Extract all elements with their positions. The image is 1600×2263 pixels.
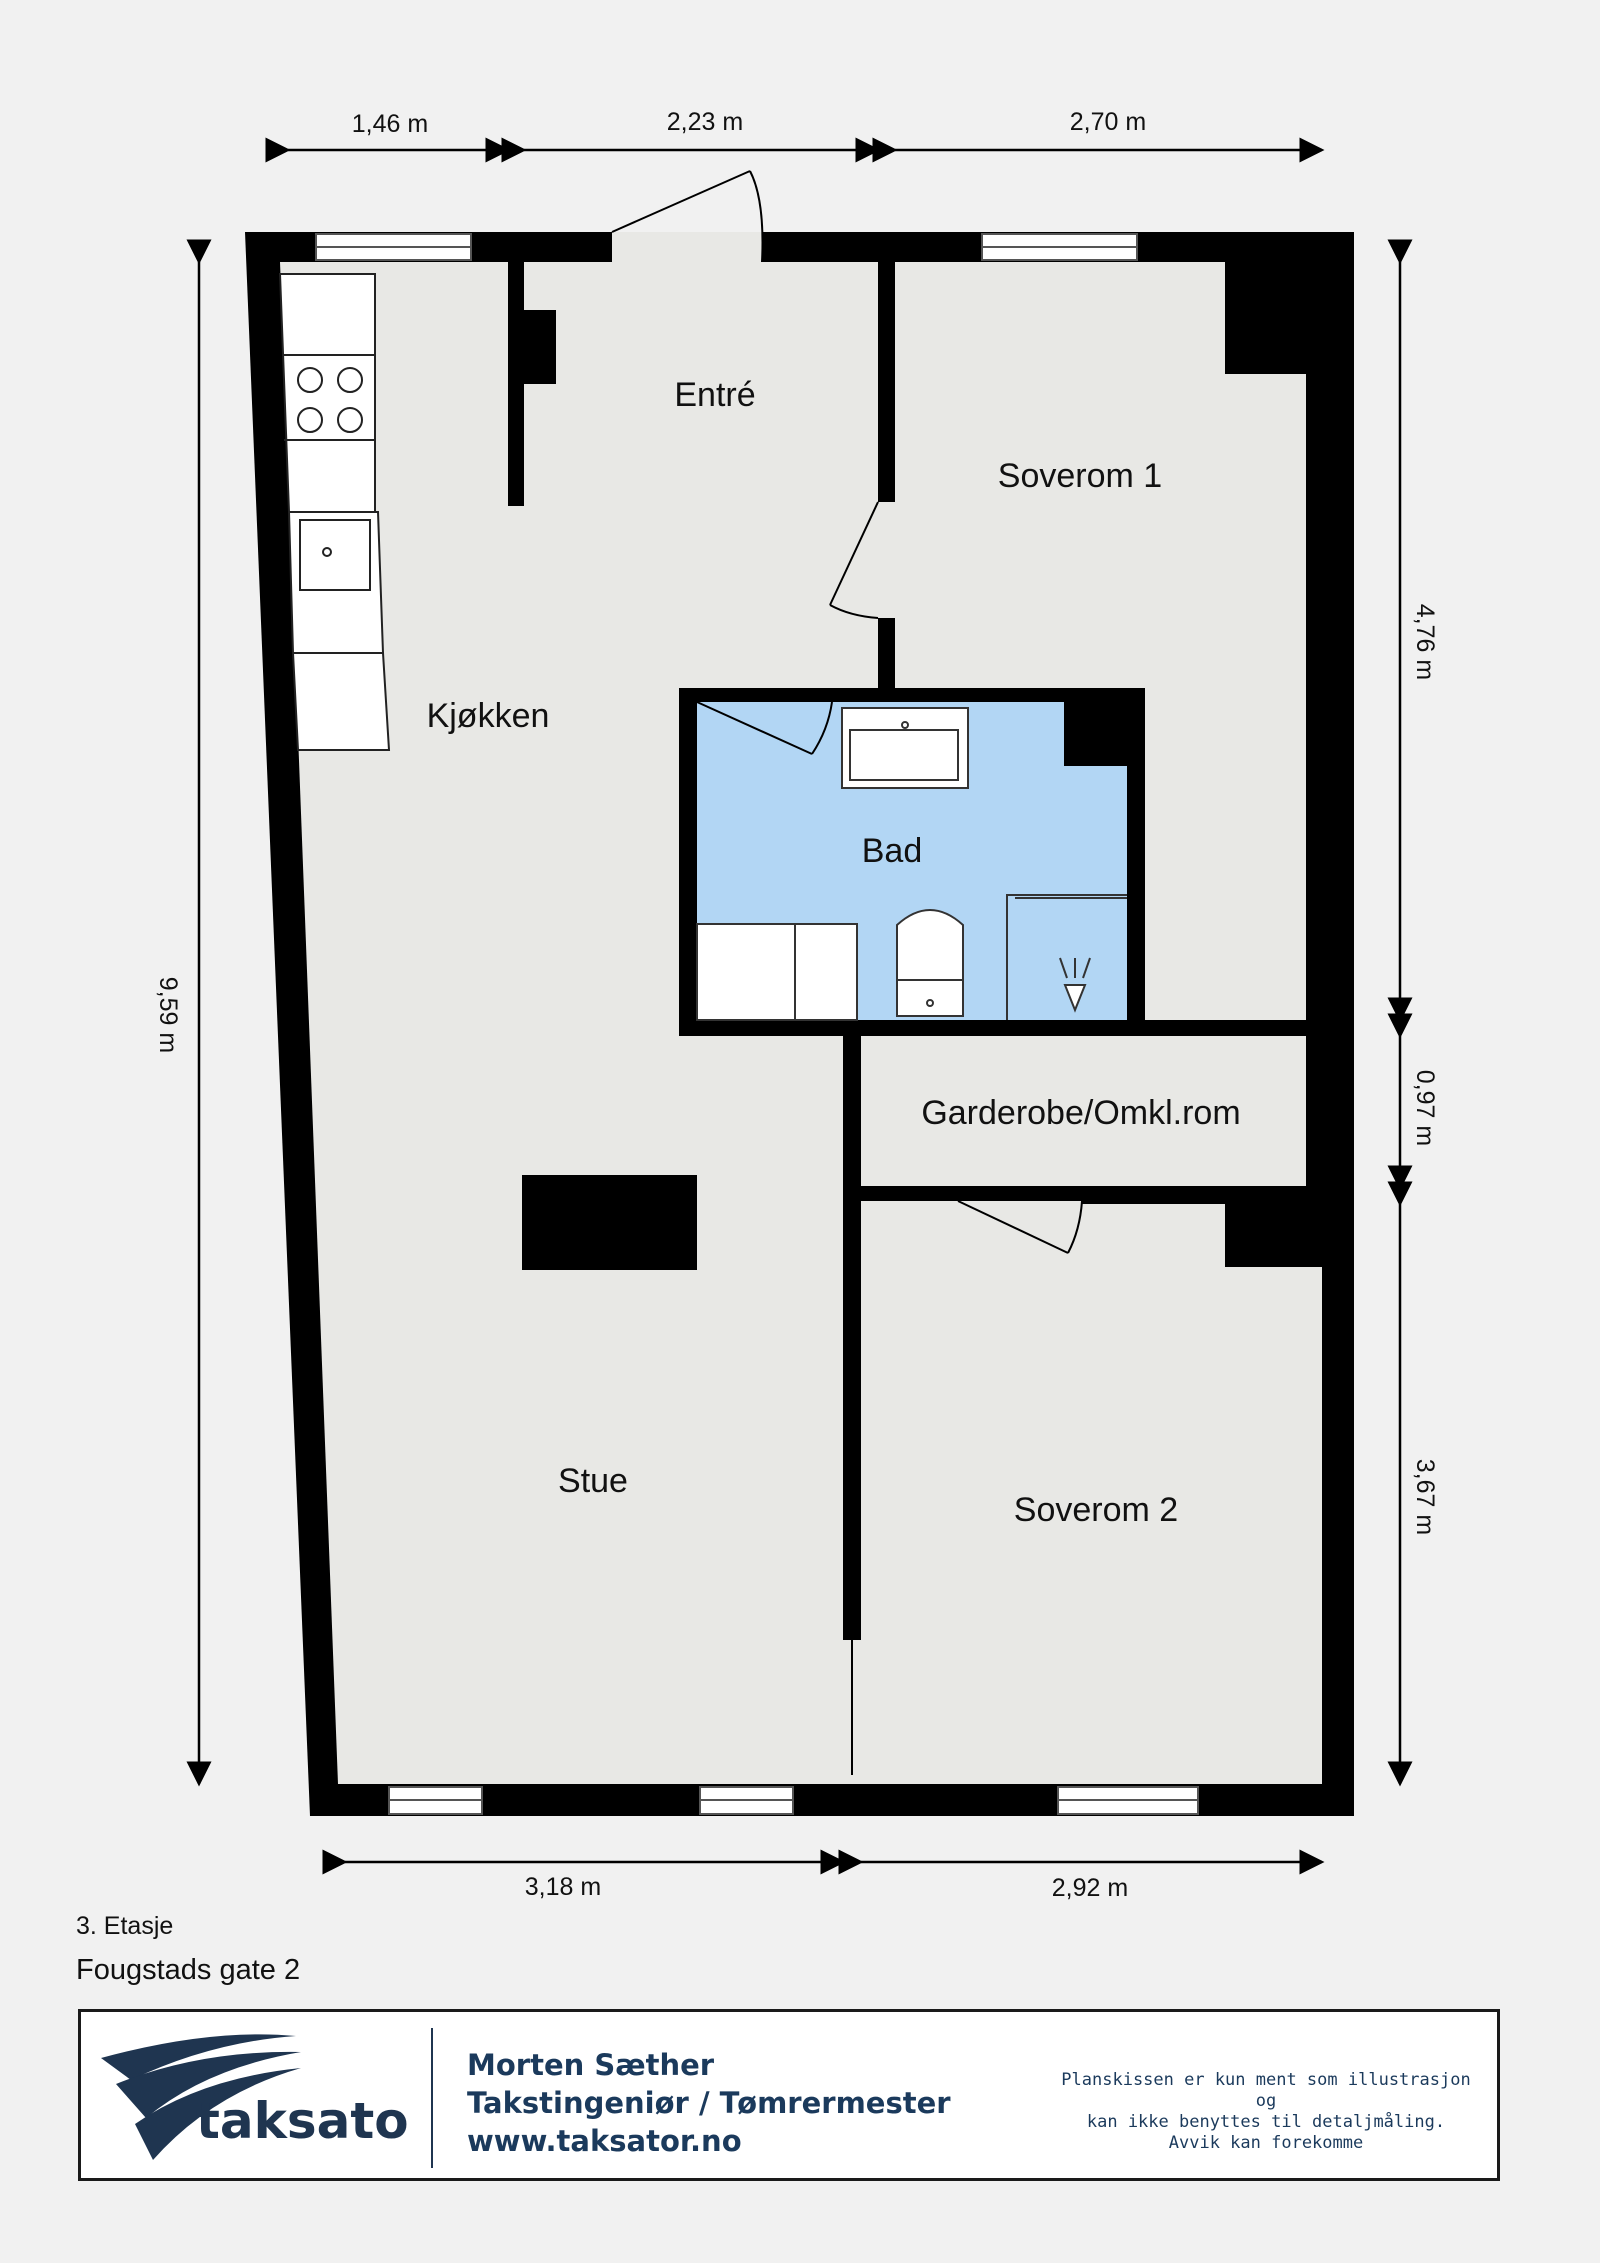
logo-text: taksator <box>196 2092 411 2150</box>
dimension-lines <box>186 137 1413 1875</box>
floor-address: Fougstads gate 2 <box>76 1954 301 1986</box>
taksator-logo: taksator <box>101 2034 411 2160</box>
dimension-top-3: 2,70 m <box>1070 108 1146 136</box>
contact-title: Takstingeniør / Tømrermester <box>467 2086 951 2120</box>
windows <box>315 233 1199 1815</box>
footer-banner: taksator Morten Sæther Takstingeniør / T… <box>78 2009 1500 2181</box>
footer-contact: Morten Sæther Takstingeniør / Tømrermest… <box>467 2046 951 2160</box>
entrance-door-opening <box>612 232 762 262</box>
dimension-right-1: 4,76 m <box>1411 604 1439 680</box>
dimension-left-total: 9,59 m <box>154 977 182 1053</box>
contact-name: Morten Sæther <box>467 2048 715 2082</box>
room-label-bad: Bad <box>862 832 923 870</box>
floor-level: 3. Etasje <box>76 1912 174 1940</box>
doors <box>696 501 1083 1775</box>
contact-website[interactable]: www.taksator.no <box>467 2124 742 2158</box>
room-label-stue: Stue <box>558 1462 628 1500</box>
footer-divider <box>431 2028 433 2168</box>
disclaimer-line: Avvik kan forekomme <box>1168 2133 1364 2153</box>
disclaimer-line: kan ikke benyttes til detaljmåling. <box>1086 2112 1446 2132</box>
disclaimer-line: Planskissen er kun ment som illustrasjon… <box>1061 2070 1471 2111</box>
room-label-soverom-2: Soverom 2 <box>1014 1491 1178 1529</box>
room-label-soverom-1: Soverom 1 <box>998 457 1162 495</box>
room-label-garderobe: Garderobe/Omkl.rom <box>921 1094 1240 1132</box>
dimension-top-2: 2,23 m <box>667 108 743 136</box>
dimension-top-1: 1,46 m <box>352 110 428 138</box>
dimension-right-2: 0,97 m <box>1411 1070 1439 1146</box>
room-label-entre: Entré <box>674 376 755 414</box>
room-label-kjokken: Kjøkken <box>427 697 550 735</box>
dimension-right-3: 3,67 m <box>1411 1459 1439 1535</box>
footer-disclaimer: Planskissen er kun ment som illustrasjon… <box>1056 2070 1476 2154</box>
dimension-bottom-1: 3,18 m <box>525 1873 601 1901</box>
dimension-bottom-2: 2,92 m <box>1052 1874 1128 1902</box>
entrance-door <box>611 170 764 263</box>
bathroom-fixtures <box>696 707 1127 1021</box>
kitchen-counter <box>278 273 391 751</box>
